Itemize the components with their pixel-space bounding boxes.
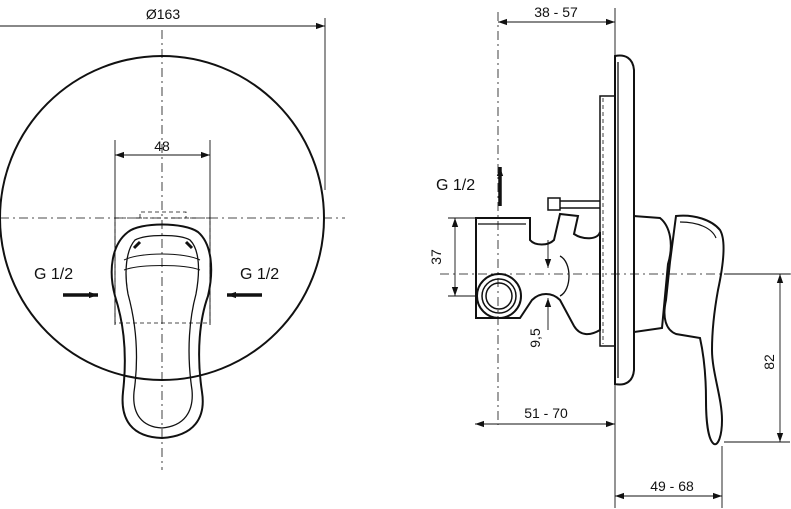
depth-bottom-label: 49 - 68 [650,478,694,494]
lever-height-label: 82 [761,354,777,370]
hot-mark-icon [184,240,194,250]
inlet-left-label: G 1/2 [34,266,73,283]
rosette-edge [614,54,635,386]
depth-mid-label: 51 - 70 [524,405,568,421]
rosette-plate [0,55,325,381]
depth-top-label: 38 - 57 [534,4,578,20]
diameter-label: Ø163 [146,6,180,22]
height-label: 37 [428,249,444,265]
plaster-guard [599,95,616,347]
side-lever-handle [663,214,725,446]
hidden-cartridge-body [114,217,211,324]
offset-label: 9,5 [527,328,543,348]
lever-handle [110,223,213,440]
screw-head [547,197,561,211]
valve-body [475,212,601,336]
side-view: G 1/2 38 - 57 37 9,5 51 - 70 82 49 - 68 [428,4,791,508]
cold-mark-icon [132,240,142,250]
width-label: 48 [154,138,170,154]
inlet-connection-outer [476,273,522,319]
inlet-right-label: G 1/2 [240,266,279,283]
front-view: Ø163 48 G 1/2 G 1/2 [0,6,345,470]
outlet-label: G 1/2 [436,177,475,194]
